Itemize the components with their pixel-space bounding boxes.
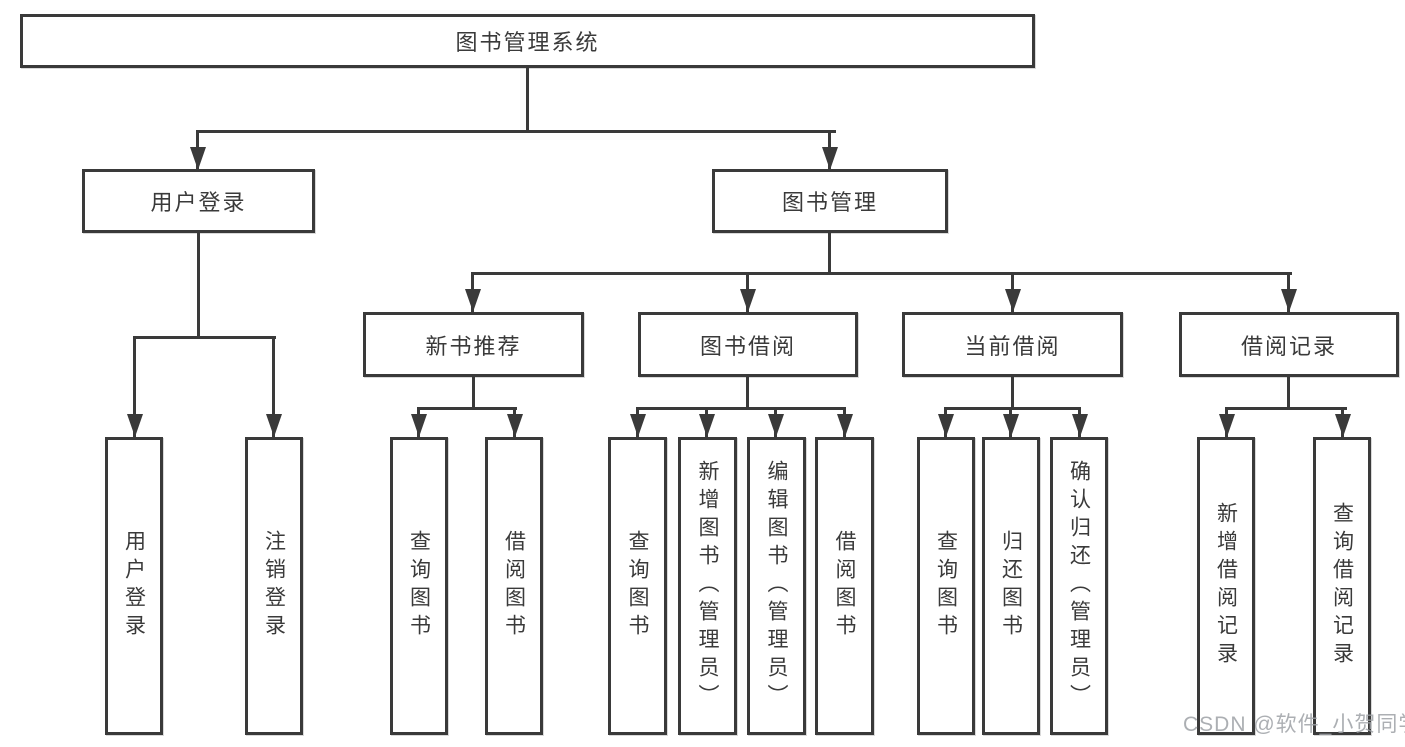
node-new-book-recommend: 新书推荐 — [363, 312, 584, 377]
arrow-current-leaf-2 — [1009, 407, 1012, 437]
arrow-borrow-leaf-3 — [774, 407, 777, 437]
connector-newbook-distributor — [417, 407, 517, 410]
connector-current-distributor — [944, 407, 1081, 410]
leaf-current-return: 归还图书 — [982, 437, 1040, 735]
leaf-current-query: 查询图书 — [917, 437, 975, 735]
arrow-to-login-leaf-2 — [272, 336, 275, 437]
connector-root-stem — [526, 68, 529, 132]
arrow-newbook-leaf-1 — [417, 407, 420, 437]
node-root: 图书管理系统 — [20, 14, 1035, 68]
arrow-newbook-leaf-2 — [513, 407, 516, 437]
connector-mgmt-stem — [828, 233, 831, 275]
csdn-watermark: CSDN @软件_小贺同学 — [1183, 713, 1405, 736]
connector-records-stem — [1287, 377, 1290, 409]
arrow-to-borrow — [746, 272, 749, 312]
node-borrow-records: 借阅记录 — [1179, 312, 1399, 377]
connector-records-distributor — [1225, 407, 1347, 410]
connector-level2-distributor — [196, 130, 836, 133]
leaf-borrow-edit-admin: 编辑图书（管理员） — [747, 437, 806, 735]
node-user-login: 用户登录 — [82, 169, 315, 233]
leaf-newbook-borrow: 借阅图书 — [485, 437, 543, 735]
arrow-records-leaf-1 — [1225, 407, 1228, 437]
arrow-to-login — [196, 130, 199, 170]
connector-newbook-stem — [472, 377, 475, 409]
arrow-to-login-leaf-1 — [133, 336, 136, 437]
arrow-borrow-leaf-4 — [843, 407, 846, 437]
leaf-records-add: 新增借阅记录 — [1197, 437, 1255, 735]
node-book-borrow: 图书借阅 — [638, 312, 858, 377]
leaf-current-confirm-admin: 确认归还（管理员） — [1050, 437, 1108, 735]
leaf-logout: 注销登录 — [245, 437, 303, 735]
leaf-user-login: 用户登录 — [105, 437, 163, 735]
arrow-records-leaf-2 — [1341, 407, 1344, 437]
connector-login-stem — [197, 233, 200, 338]
leaf-borrow-borrow: 借阅图书 — [815, 437, 874, 735]
arrow-to-records — [1287, 272, 1290, 312]
arrow-to-newbook — [471, 272, 474, 312]
leaf-newbook-query: 查询图书 — [390, 437, 448, 735]
node-book-mgmt: 图书管理 — [712, 169, 948, 233]
connector-login-distributor — [133, 336, 276, 339]
arrow-current-leaf-1 — [944, 407, 947, 437]
leaf-borrow-query: 查询图书 — [608, 437, 667, 735]
connector-level3-distributor — [471, 272, 1292, 275]
arrow-to-mgmt — [828, 130, 831, 170]
leaf-borrow-add-admin: 新增图书（管理员） — [678, 437, 737, 735]
node-current-borrow: 当前借阅 — [902, 312, 1123, 377]
arrow-borrow-leaf-1 — [636, 407, 639, 437]
leaf-records-query: 查询借阅记录 — [1313, 437, 1371, 735]
connector-current-stem — [1011, 377, 1014, 409]
connector-borrow-distributor — [636, 407, 846, 410]
arrow-current-leaf-3 — [1078, 407, 1081, 437]
arrow-to-current — [1011, 272, 1014, 312]
connector-borrow-stem — [746, 377, 749, 409]
arrow-borrow-leaf-2 — [705, 407, 708, 437]
